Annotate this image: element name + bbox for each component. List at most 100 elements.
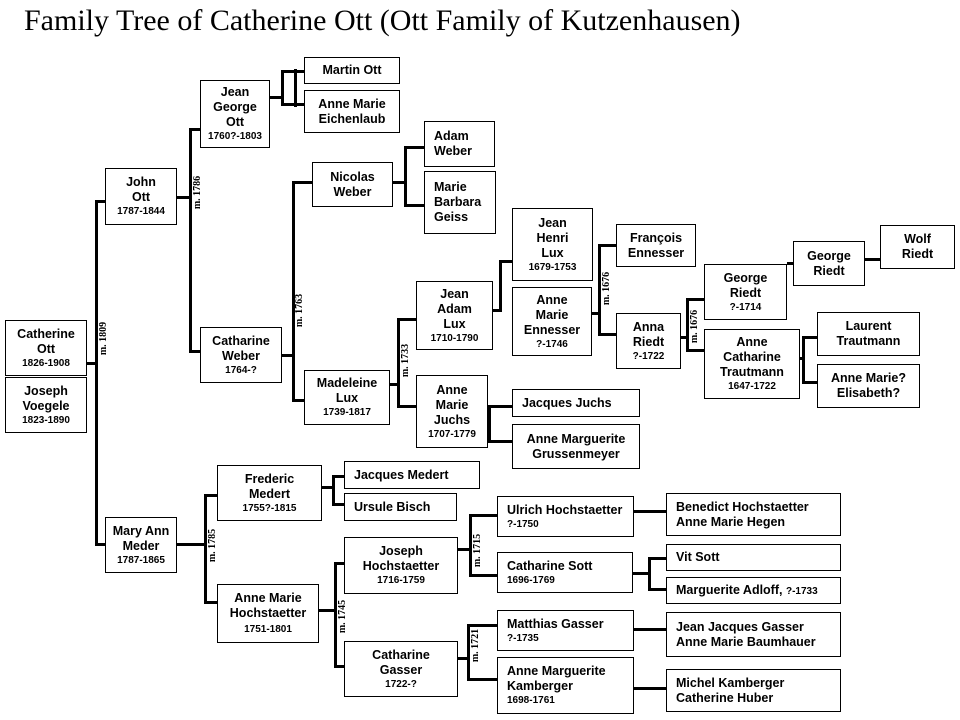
person-dates: 1707-1779 [428,428,476,440]
connector-line [467,624,497,627]
connector-line [332,503,344,506]
person-name: François Ennesser [627,230,685,260]
connector-line [633,572,649,575]
person-name: Madeleine Lux [316,376,378,405]
person-name: Adam Weber [434,129,472,158]
connector-line [292,399,304,402]
marriage-label: m. 1786 [192,175,204,210]
person-kamberger-huber: Michel Kamberger Catherine Huber [666,669,841,712]
marriage-label: m. 1676 [601,271,613,306]
person-name: Anne Marguerite Kamberger [507,664,606,693]
person-name: Frederic Medert [244,471,295,501]
person-name: Benedict Hochstaetter [676,499,809,514]
person-name: Martin Ott [322,63,382,77]
person-name: Joseph Hochstaetter [362,544,440,573]
person-name: George Riedt [723,270,768,300]
connector-line [488,405,491,443]
connector-line [270,96,282,99]
person-anne-marguerite-kamberger: Anne Marguerite Kamberger 1698-1761 [497,657,634,714]
person-gasser-baumhauer: Jean Jacques Gasser Anne Marie Baumhauer [666,612,841,657]
marriage-label: m. 1733 [400,343,412,378]
connector-line [404,204,424,207]
person-catharine-gasser: Catharine Gasser 1722-? [344,641,458,697]
person-catharine-sott: Catharine Sott 1696-1769 [497,552,633,593]
connector-line [332,475,335,506]
person-name: Anne Marie Eichenlaub [318,96,386,126]
connector-line [787,262,793,265]
connector-line [458,548,470,551]
connector-line [686,349,704,352]
connector-line [390,383,398,386]
connector-line [404,146,424,149]
connector-line [802,336,817,339]
person-george-riedt-1714: George Riedt ?-1714 [704,264,787,320]
person-dates: ?-1735 [507,632,539,644]
person-name: Anne Marie Hegen [676,514,786,529]
connector-line [292,181,295,402]
connector-line [488,440,512,443]
connector-line [319,609,335,612]
person-name: Catherine Ott [17,326,75,356]
person-name: Anne Marie Ennesser [523,292,581,337]
connector-line [292,181,313,184]
connector-line [189,350,201,353]
connector-line [332,475,344,478]
connector-line [458,657,468,660]
person-anne-marie-juchs: Anne Marie Juchs 1707-1779 [416,375,488,448]
connector-line [204,494,207,604]
connector-line [648,588,666,591]
connector-line [634,628,666,631]
person-marguerite-adloff: Marguerite Adloff, ?-1733 [666,577,841,604]
connector-line [397,405,417,408]
person-marie-barbara-geiss: Marie Barbara Geiss [424,171,496,234]
person-name: Vit Sott [676,550,720,564]
connector-line [294,69,297,107]
connector-line [334,562,344,565]
connector-line [598,244,601,336]
person-name: Anne Marie? Elisabeth? [830,371,906,400]
person-francois-ennesser: François Ennesser [616,224,696,267]
person-dates: ?-1714 [729,301,762,313]
person-name: Wolf Riedt [901,232,934,261]
person-ulrich-hochstaetter: Ulrich Hochstaetter ?-1750 [497,496,634,537]
person-name: Jean Henri Lux [536,215,569,260]
person-name: Jacques Medert [354,467,449,482]
person-jacques-juchs: Jacques Juchs [512,389,640,417]
person-dates: 1722-? [385,678,417,690]
connector-line [865,258,881,261]
person-laurent-trautmann: Laurent Trautmann [817,312,920,356]
marriage-label: m. 1745 [337,599,349,634]
connector-line [469,574,497,577]
person-name: Nicolas Weber [330,169,375,199]
connector-line [95,200,106,203]
person-dates: 1764-? [225,364,257,376]
marriage-label: m. 1809 [98,321,110,356]
connector-line [282,354,293,357]
connector-line [189,128,201,131]
person-dates: 1826-1908 [22,357,70,369]
connector-line [648,557,666,560]
person-wolf-riedt: Wolf Riedt [880,225,955,269]
person-name: George Riedt [807,248,851,278]
connector-line [397,318,400,408]
marriage-label: m. 1676 [689,309,701,344]
person-frederic-medert: Frederic Medert 1755?-1815 [217,465,322,521]
person-martin-ott: Martin Ott [304,57,400,84]
person-dates: ?-1733 [785,585,818,597]
connector-line [281,103,304,106]
person-adam-weber: Adam Weber [424,121,495,167]
person-george-riedt: George Riedt [793,241,865,286]
person-jean-adam-lux: Jean Adam Lux 1710-1790 [416,281,493,350]
person-john-ott: John Ott 1787-1844 [105,168,177,225]
person-jacques-medert: Jacques Medert [344,461,480,489]
person-mary-ann-meder: Mary Ann Meder 1787-1865 [105,517,177,573]
person-name: Joseph Voegele [22,383,70,413]
person-name: Michel Kamberger [676,675,785,690]
connector-line [322,486,333,489]
person-vit-sott: Vit Sott [666,544,841,571]
connector-line [802,336,805,384]
connector-line [802,381,817,384]
person-name: Anna Riedt [632,319,665,349]
connector-line [397,318,417,321]
connector-line [469,514,497,517]
